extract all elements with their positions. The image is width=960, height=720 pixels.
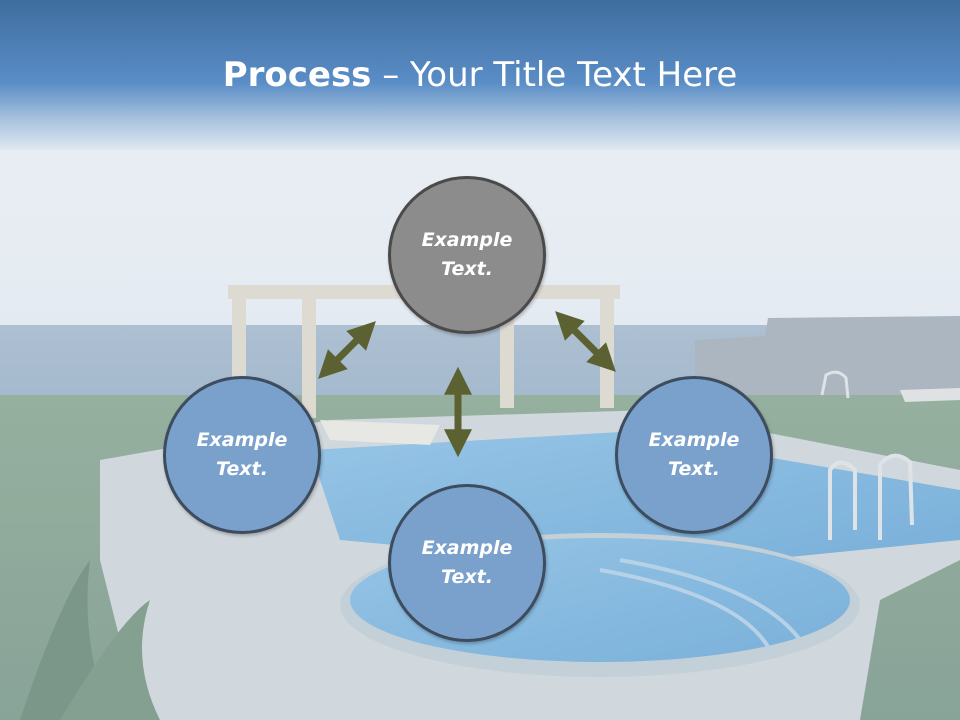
- process-circle-left-label: Example Text.: [196, 429, 288, 480]
- title-bold-part: Process: [222, 55, 372, 95]
- process-circle-right: Example Text.: [615, 376, 773, 534]
- process-circle-right-label: Example Text.: [648, 429, 740, 480]
- process-circle-left: Example Text.: [163, 376, 321, 534]
- process-circle-bottom: Example Text.: [388, 484, 546, 642]
- process-circle-bottom-label: Example Text.: [421, 537, 513, 588]
- title-rest-part: – Your Title Text Here: [371, 55, 738, 95]
- process-circle-top-label: Example Text.: [421, 229, 513, 280]
- process-circle-top: Example Text.: [388, 176, 546, 334]
- slide-title: Process – Your Title Text Here: [0, 50, 960, 100]
